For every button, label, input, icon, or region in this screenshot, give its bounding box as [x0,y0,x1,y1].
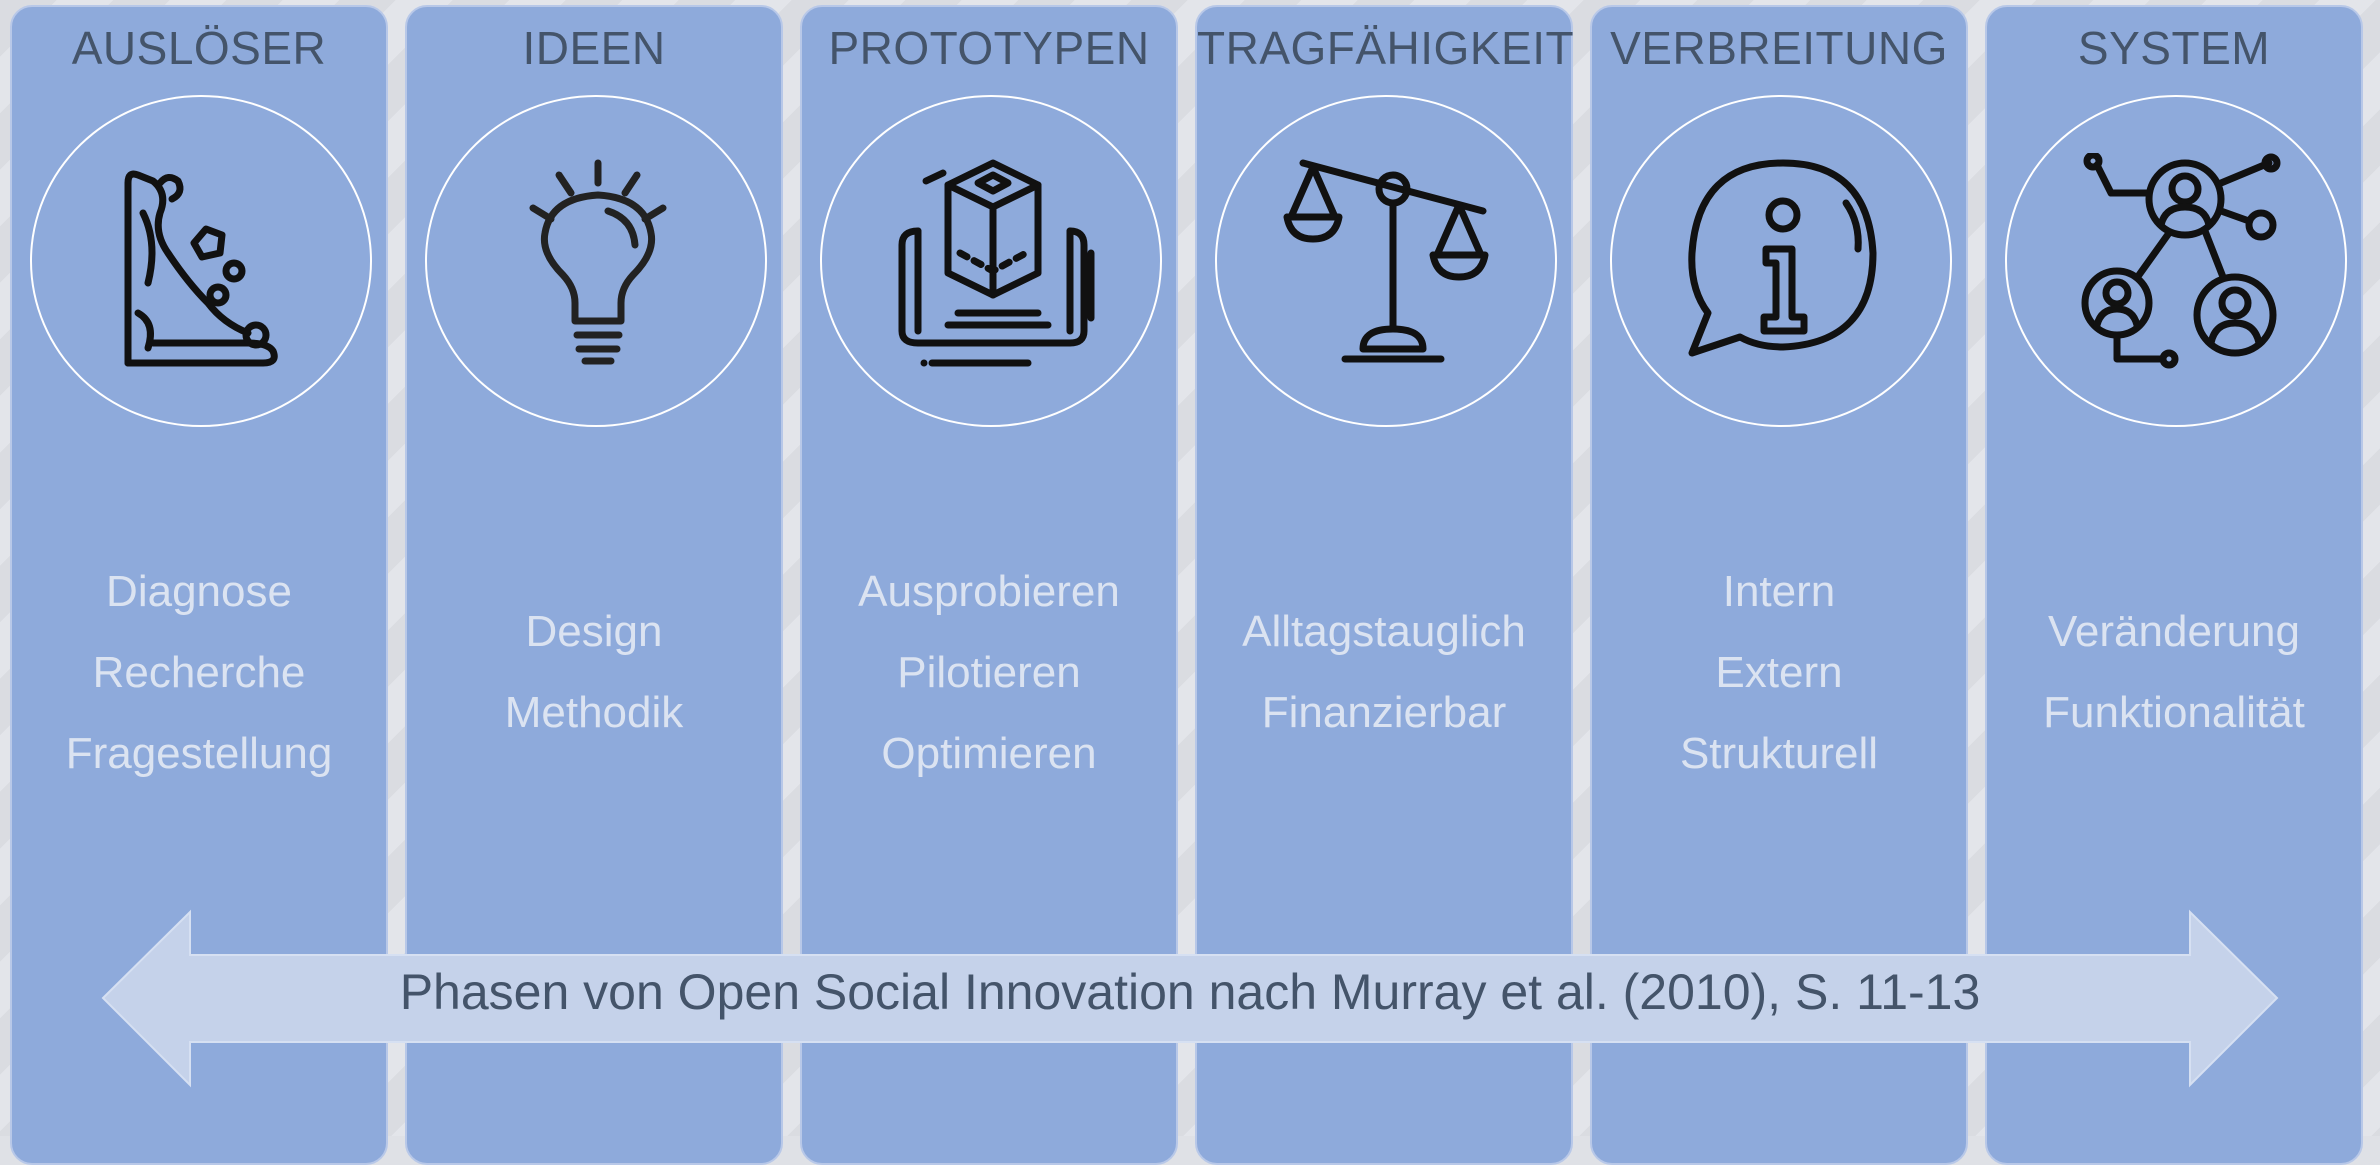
keyword: Veränderung [2048,607,2300,656]
people-network-icon [2081,153,2281,369]
keyword: Funktionalität [2043,688,2305,737]
icon-circle [820,95,1162,427]
cliff-rockfall-icon [124,170,278,367]
phase-title: TRAGFÄHIGKEIT [1197,22,1575,74]
phase-title: PROTOTYPEN [828,22,1150,74]
info-speech-bubble-icon [1688,159,1877,357]
keyword: Optimieren [881,728,1097,778]
keyword: Methodik [504,688,684,737]
phase-title: IDEEN [522,22,666,74]
icon-circle [1215,95,1557,427]
arrow-caption: Phasen von Open Social Innovation nach M… [399,964,1981,1020]
keyword-list: Design Methodik [407,507,781,837]
keyword-list: Veränderung Funktionalität [1987,507,2361,837]
keyword-list: Alltagstauglich Finanzierbar [1197,507,1571,837]
keyword: Recherche [92,647,306,697]
keyword: Fragestellung [65,728,333,778]
icon-circle [1610,95,1952,427]
keyword: Intern [1722,566,1836,616]
keyword: Diagnose [106,566,292,616]
icon-circle [425,95,767,427]
icon-circle [30,95,372,427]
phase-column-system: SYSTEM Veränderung Funktionalität [1985,5,2363,1165]
keyword: Pilotieren [897,647,1081,697]
keyword-list: Intern Extern Strukturell [1592,507,1966,837]
keyword: Strukturell [1679,728,1879,778]
keyword-list: Ausprobieren Pilotieren Optimieren [802,507,1176,837]
keyword: Finanzierbar [1261,688,1507,737]
phase-title: VERBREITUNG [1610,22,1948,74]
lightbulb-icon [529,159,667,365]
prototype-cube-blueprint-icon [898,159,1095,367]
keyword: Extern [1715,647,1843,697]
keyword: Alltagstauglich [1242,607,1526,656]
balance-scale-icon [1283,159,1489,363]
phase-title: AUSLÖSER [71,22,327,74]
keyword: Design [525,607,663,656]
phase-title: SYSTEM [2077,22,2271,74]
icon-circle [2005,95,2347,427]
keyword: Ausprobieren [858,566,1120,616]
keyword-list: Diagnose Recherche Fragestellung [12,507,386,837]
